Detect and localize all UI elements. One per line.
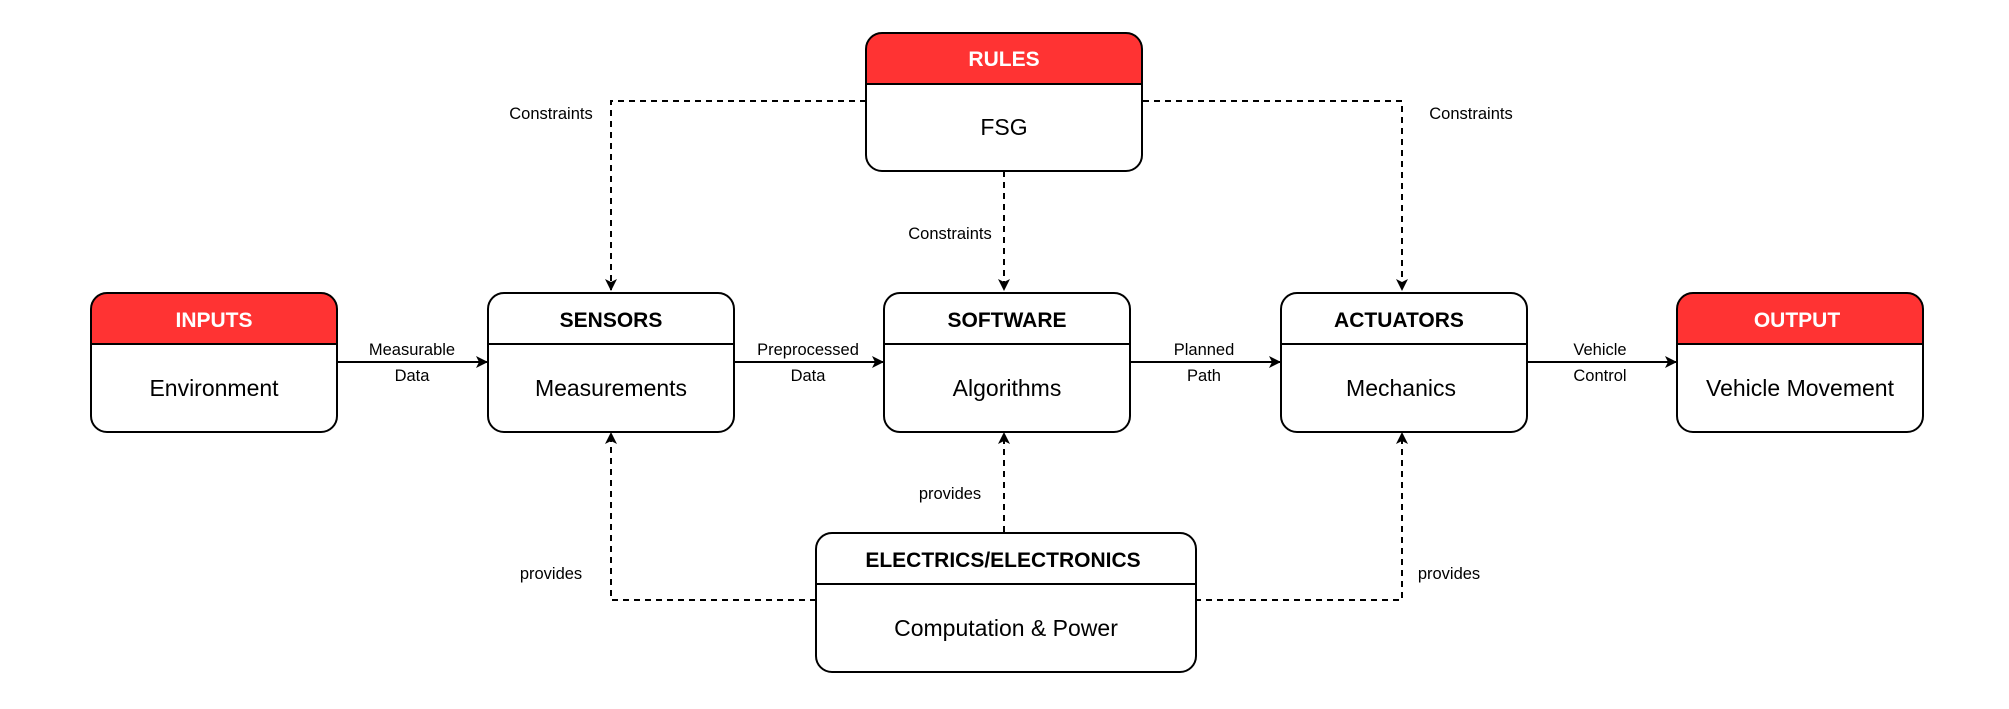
edge-electrics-to-actuators: provides — [1195, 432, 1480, 601]
node-body-label: Environment — [149, 375, 279, 401]
node-border — [865, 32, 1143, 172]
node-border — [815, 532, 1197, 673]
edge-label-line1: Vehicle — [1573, 341, 1626, 359]
edge-label-line1: Measurable — [369, 341, 455, 359]
edge-electrics-to-software: provides — [919, 432, 1010, 532]
edge-electrics-to-sensors: provides — [520, 432, 816, 601]
edge-inputs-to-sensors: Measurable Data — [338, 341, 488, 385]
edge-label-line2: Data — [791, 367, 827, 385]
node-header-fill — [91, 293, 337, 344]
edge-line — [1195, 432, 1408, 601]
node-border — [1676, 292, 1924, 433]
edge-label: provides — [1418, 565, 1480, 583]
node-body-label: FSG — [980, 114, 1027, 140]
node-header-label: OUTPUT — [1754, 309, 1841, 332]
node-sensors: SENSORS Measurements — [487, 292, 735, 433]
node-body-label: Measurements — [535, 375, 687, 401]
node-header-label: SOFTWARE — [948, 309, 1067, 332]
edge-line — [605, 100, 866, 291]
node-header-label: INPUTS — [175, 309, 252, 332]
edge-sensors-to-software: Preprocessed Data — [735, 341, 884, 385]
node-rules: RULES FSG — [865, 32, 1143, 172]
node-electrics: ELECTRICS/ELECTRONICS Computation & Powe… — [815, 532, 1197, 673]
edge-actuators-to-output: Vehicle Control — [1527, 341, 1677, 385]
edge-label-line2: Data — [395, 367, 431, 385]
edge-line — [1143, 100, 1408, 291]
edge-software-to-actuators: Planned Path — [1130, 341, 1281, 385]
node-header-label: ELECTRICS/ELECTRONICS — [865, 549, 1140, 572]
node-inputs: INPUTS Environment — [90, 292, 338, 433]
edge-label-line2: Path — [1187, 367, 1221, 385]
edge-rules-to-sensors: Constraints — [509, 100, 866, 291]
node-body-label: Mechanics — [1346, 375, 1456, 401]
node-border — [883, 292, 1131, 433]
node-header-label: ACTUATORS — [1334, 309, 1464, 332]
node-header-fill — [866, 33, 1142, 84]
node-border — [90, 292, 338, 433]
node-software: SOFTWARE Algorithms — [883, 292, 1131, 433]
node-body-label: Vehicle Movement — [1706, 375, 1895, 401]
edge-label: Constraints — [908, 225, 991, 243]
node-body-label: Algorithms — [953, 375, 1062, 401]
node-body-label: Computation & Power — [894, 615, 1118, 641]
edge-rules-to-actuators: Constraints — [1143, 100, 1513, 291]
edge-label-line1: Planned — [1174, 341, 1235, 359]
edge-line — [605, 432, 816, 601]
node-border — [1280, 292, 1528, 433]
node-header-label: RULES — [968, 48, 1039, 71]
node-header-label: SENSORS — [560, 309, 663, 332]
edge-rules-to-software: Constraints — [908, 171, 1010, 291]
edge-label: Constraints — [1429, 105, 1512, 123]
node-header-fill — [1677, 293, 1923, 344]
node-actuators: ACTUATORS Mechanics — [1280, 292, 1528, 433]
node-output: OUTPUT Vehicle Movement — [1676, 292, 1924, 433]
edge-label: provides — [919, 485, 981, 503]
edge-label-line2: Control — [1573, 367, 1626, 385]
node-border — [487, 292, 735, 433]
edge-label: Constraints — [509, 105, 592, 123]
edge-label: provides — [520, 565, 582, 583]
edge-label-line1: Preprocessed — [757, 341, 859, 359]
